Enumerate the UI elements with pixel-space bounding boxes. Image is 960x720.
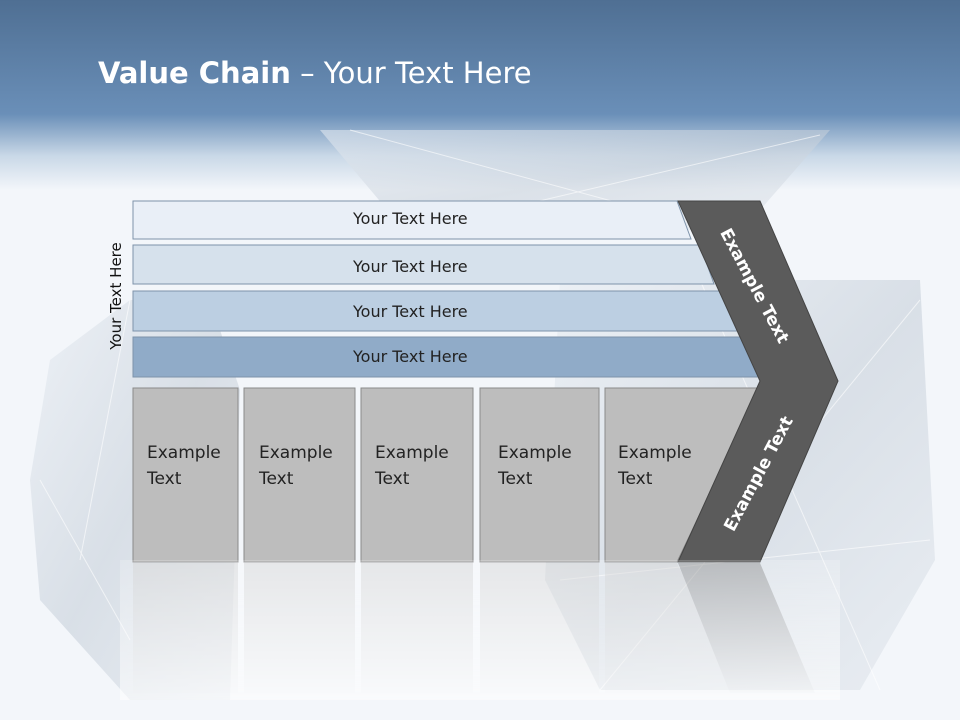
cell-line-2: Text bbox=[259, 469, 294, 489]
support-row-4-label: Your Text Here bbox=[353, 347, 468, 366]
cell-line-2: Text bbox=[498, 469, 533, 489]
cell-line-2: Text bbox=[147, 469, 182, 489]
cell-line-2: Text bbox=[618, 469, 653, 489]
primary-cell-3-text: Example Text bbox=[375, 440, 449, 492]
support-row-2[interactable] bbox=[132, 244, 715, 285]
slide-title: Value Chain – Your Text Here bbox=[98, 56, 532, 90]
diagram-reflection bbox=[120, 560, 840, 700]
support-row-1-label: Your Text Here bbox=[353, 209, 468, 228]
title-rest: – Your Text Here bbox=[290, 56, 532, 90]
cell-line-1: Example bbox=[259, 443, 333, 463]
primary-cell-4-text: Example Text bbox=[498, 440, 572, 492]
cell-line-1: Example bbox=[375, 443, 449, 463]
primary-cell-2-text: Example Text bbox=[259, 440, 333, 492]
cell-line-1: Example bbox=[147, 443, 221, 463]
cell-line-1: Example bbox=[498, 443, 572, 463]
cell-line-2: Text bbox=[375, 469, 410, 489]
primary-cell-4[interactable] bbox=[479, 387, 600, 563]
primary-cell-1[interactable] bbox=[132, 387, 239, 563]
primary-cell-5-text: Example Text bbox=[618, 440, 692, 492]
title-bold: Value Chain bbox=[98, 56, 291, 90]
support-row-3-label: Your Text Here bbox=[353, 302, 468, 321]
primary-cell-2[interactable] bbox=[243, 387, 356, 563]
primary-cell-3[interactable] bbox=[360, 387, 474, 563]
support-row-1[interactable] bbox=[132, 200, 692, 240]
support-row-2-label: Your Text Here bbox=[353, 257, 468, 276]
primary-cell-1-text: Example Text bbox=[147, 440, 221, 492]
cell-line-1: Example bbox=[618, 443, 692, 463]
